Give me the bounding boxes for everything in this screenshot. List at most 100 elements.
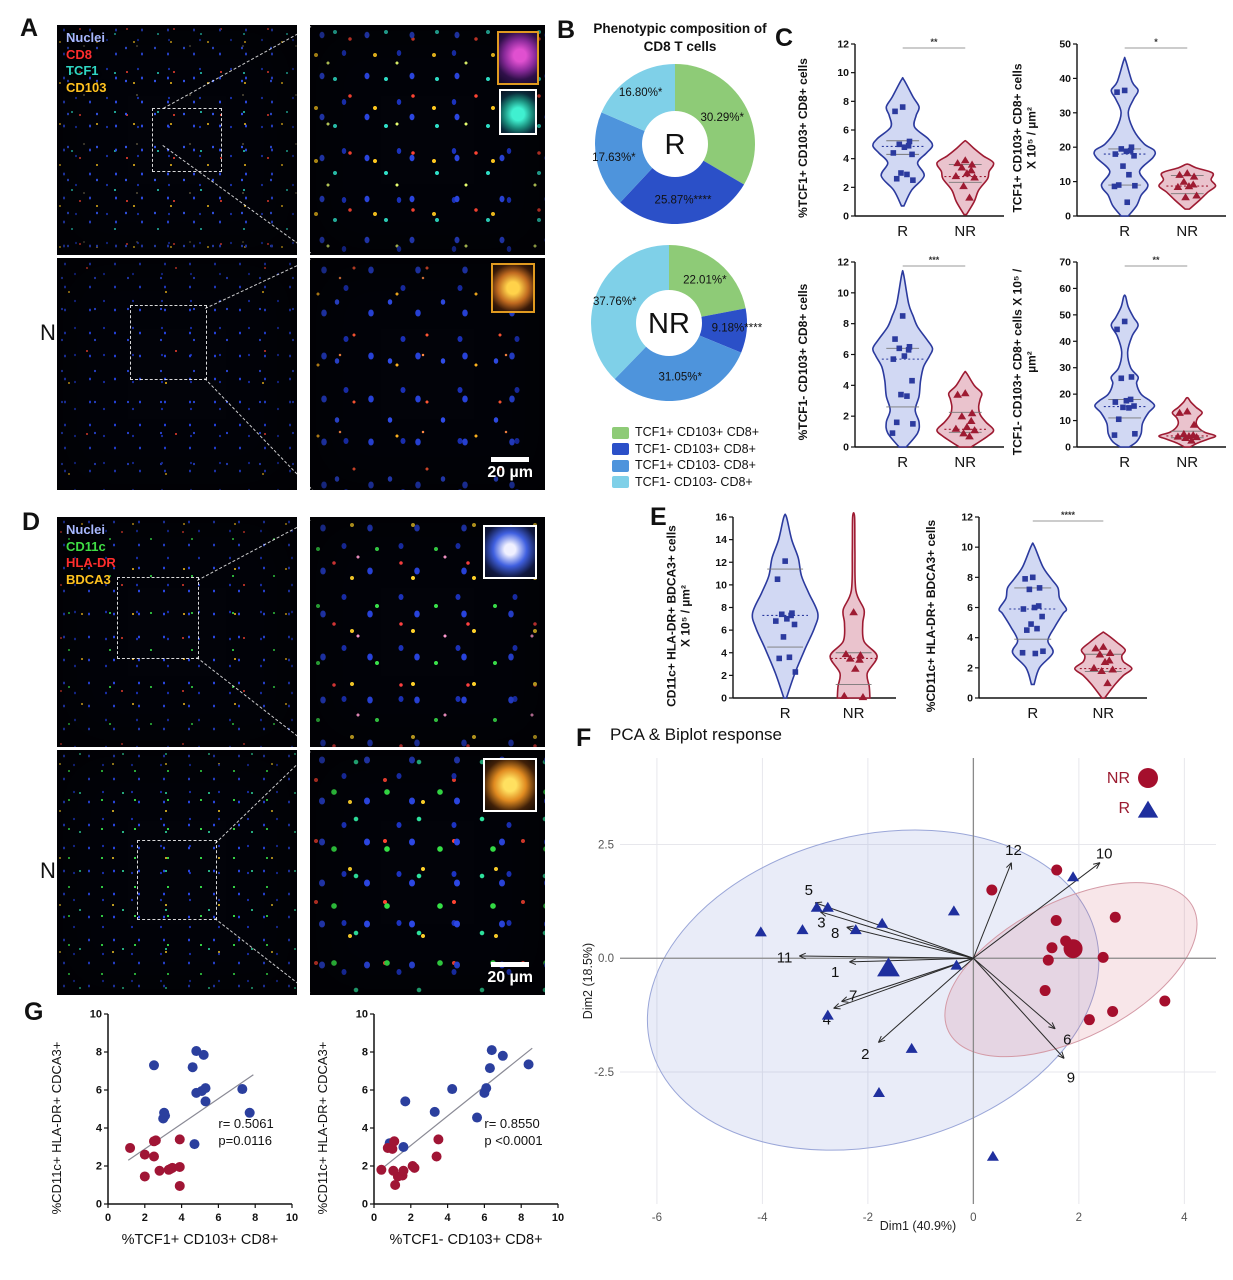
- microscopy-a-r-zoom: [310, 25, 545, 255]
- violin-group-R: [872, 269, 934, 448]
- g2-y-axis-label: %CD11c+ HLA-DR+ CDCA3+: [315, 1041, 331, 1215]
- svg-text:6: 6: [967, 602, 973, 614]
- svg-text:4: 4: [445, 1212, 452, 1224]
- svg-text:70: 70: [1059, 257, 1071, 269]
- channel-nuclei: Nuclei: [66, 522, 106, 537]
- svg-text:10: 10: [286, 1212, 298, 1224]
- svg-text:NR: NR: [843, 705, 865, 722]
- svg-text:2.5: 2.5: [598, 839, 614, 851]
- panel-e-label: E: [650, 503, 667, 531]
- violin-plot-e1: CD11c+ HLA-DR+ BDCA3+ cells X 10⁵ / µm² …: [662, 503, 912, 728]
- pca-arrow-label-5: 5: [805, 882, 813, 899]
- pca-arrow-label-8: 8: [831, 925, 839, 942]
- svg-text:R: R: [897, 454, 908, 471]
- inset-cell-a-r-white: [499, 89, 537, 135]
- svg-text:NR: NR: [1092, 705, 1114, 722]
- svg-text:6: 6: [721, 625, 727, 637]
- svg-text:8: 8: [843, 318, 849, 330]
- pca-points-nr: [986, 864, 1171, 1026]
- roi-box-a-r: [152, 108, 222, 172]
- svg-text:40: 40: [1059, 73, 1071, 85]
- panel-b-title: Phenotypic composition of CD8 T cells: [593, 21, 767, 54]
- svg-text:6: 6: [96, 1085, 102, 1097]
- svg-text:0: 0: [843, 442, 849, 454]
- legend-swatch: [612, 426, 629, 439]
- violin-group-NR: [1158, 163, 1217, 210]
- violin-group-R: [872, 76, 934, 207]
- stat-p: p <0.0001: [484, 1133, 542, 1148]
- svg-text:NR: NR: [1176, 223, 1198, 240]
- svg-text:R: R: [897, 223, 908, 240]
- svg-text:0: 0: [362, 1199, 368, 1211]
- svg-text:***: ***: [929, 255, 940, 265]
- svg-text:8: 8: [843, 96, 849, 108]
- svg-text:8: 8: [518, 1212, 524, 1224]
- svg-text:2: 2: [96, 1161, 102, 1173]
- svg-text:2: 2: [142, 1212, 148, 1224]
- svg-text:6: 6: [843, 349, 849, 361]
- svg-text:6: 6: [362, 1085, 368, 1097]
- pca-legend-R: R: [1118, 800, 1130, 817]
- channel-cd8: CD8: [66, 46, 93, 62]
- stat-r: r= 0.8550: [484, 1116, 539, 1131]
- svg-text:**: **: [1152, 255, 1160, 265]
- svg-text:0: 0: [721, 693, 727, 705]
- svg-text:R: R: [1119, 454, 1130, 471]
- svg-text:8: 8: [362, 1047, 368, 1059]
- svg-text:2: 2: [843, 411, 849, 423]
- donut-chart-r: 30.29%*25.87%****17.63%*16.80%*R: [592, 64, 755, 224]
- svg-text:NR: NR: [954, 223, 976, 240]
- donut-legend: TCF1+ CD103+ CD8+TCF1- CD103+ CD8+TCF1+ …: [612, 425, 759, 491]
- svg-text:-4: -4: [757, 1212, 768, 1224]
- svg-text:NR: NR: [954, 454, 976, 471]
- svg-text:40: 40: [1059, 336, 1071, 348]
- svg-text:0: 0: [96, 1199, 102, 1211]
- channel-cd11c: CD11c: [66, 538, 106, 554]
- svg-text:8: 8: [967, 572, 973, 584]
- svg-text:0: 0: [105, 1212, 111, 1224]
- inset-cell-a-nr-orange: [491, 263, 535, 313]
- panel-b-label: B: [557, 16, 576, 44]
- svg-text:50: 50: [1059, 39, 1071, 51]
- donut-slice-label: 22.01%*: [683, 275, 727, 287]
- violin-group-NR: [936, 370, 995, 448]
- violin-group-NR: [1158, 396, 1217, 448]
- svg-text:10: 10: [356, 1009, 368, 1021]
- legend-swatch: [612, 476, 629, 489]
- roi-box-d-r: [117, 577, 199, 659]
- channel-bdca3: BDCA3: [66, 571, 111, 587]
- svg-text:30: 30: [1059, 107, 1071, 119]
- svg-text:12: 12: [715, 557, 727, 569]
- pca-arrow-label-1: 1: [831, 964, 839, 981]
- svg-text:4: 4: [843, 380, 849, 392]
- violin-group-R: [751, 513, 819, 699]
- c3-y-axis-label: %TCF1- CD103+ CD8+ cells: [795, 283, 810, 441]
- svg-text:4: 4: [721, 647, 727, 659]
- scatter-series-R: [149, 1046, 255, 1150]
- pca-arrow-label-12: 12: [1005, 842, 1022, 859]
- svg-text:4: 4: [1181, 1212, 1188, 1224]
- legend-swatch: [612, 443, 629, 456]
- legend-item: TCF1+ CD103+ CD8+: [612, 425, 759, 441]
- scatter-series-NR: [125, 1134, 185, 1191]
- svg-text:**: **: [930, 37, 938, 47]
- donut-slice-label: 16.80%*: [619, 87, 663, 99]
- microscopy-a-nr-overview: [57, 258, 297, 490]
- svg-text:20: 20: [1059, 142, 1071, 154]
- svg-text:60: 60: [1059, 283, 1071, 295]
- donut-slice-label: 37.76%*: [593, 296, 637, 308]
- legend-label: TCF1- CD103+ CD8+: [635, 441, 756, 456]
- roi-box-a-nr: [130, 305, 207, 380]
- svg-text:2: 2: [843, 182, 849, 194]
- inset-cell-d-r: [483, 525, 537, 579]
